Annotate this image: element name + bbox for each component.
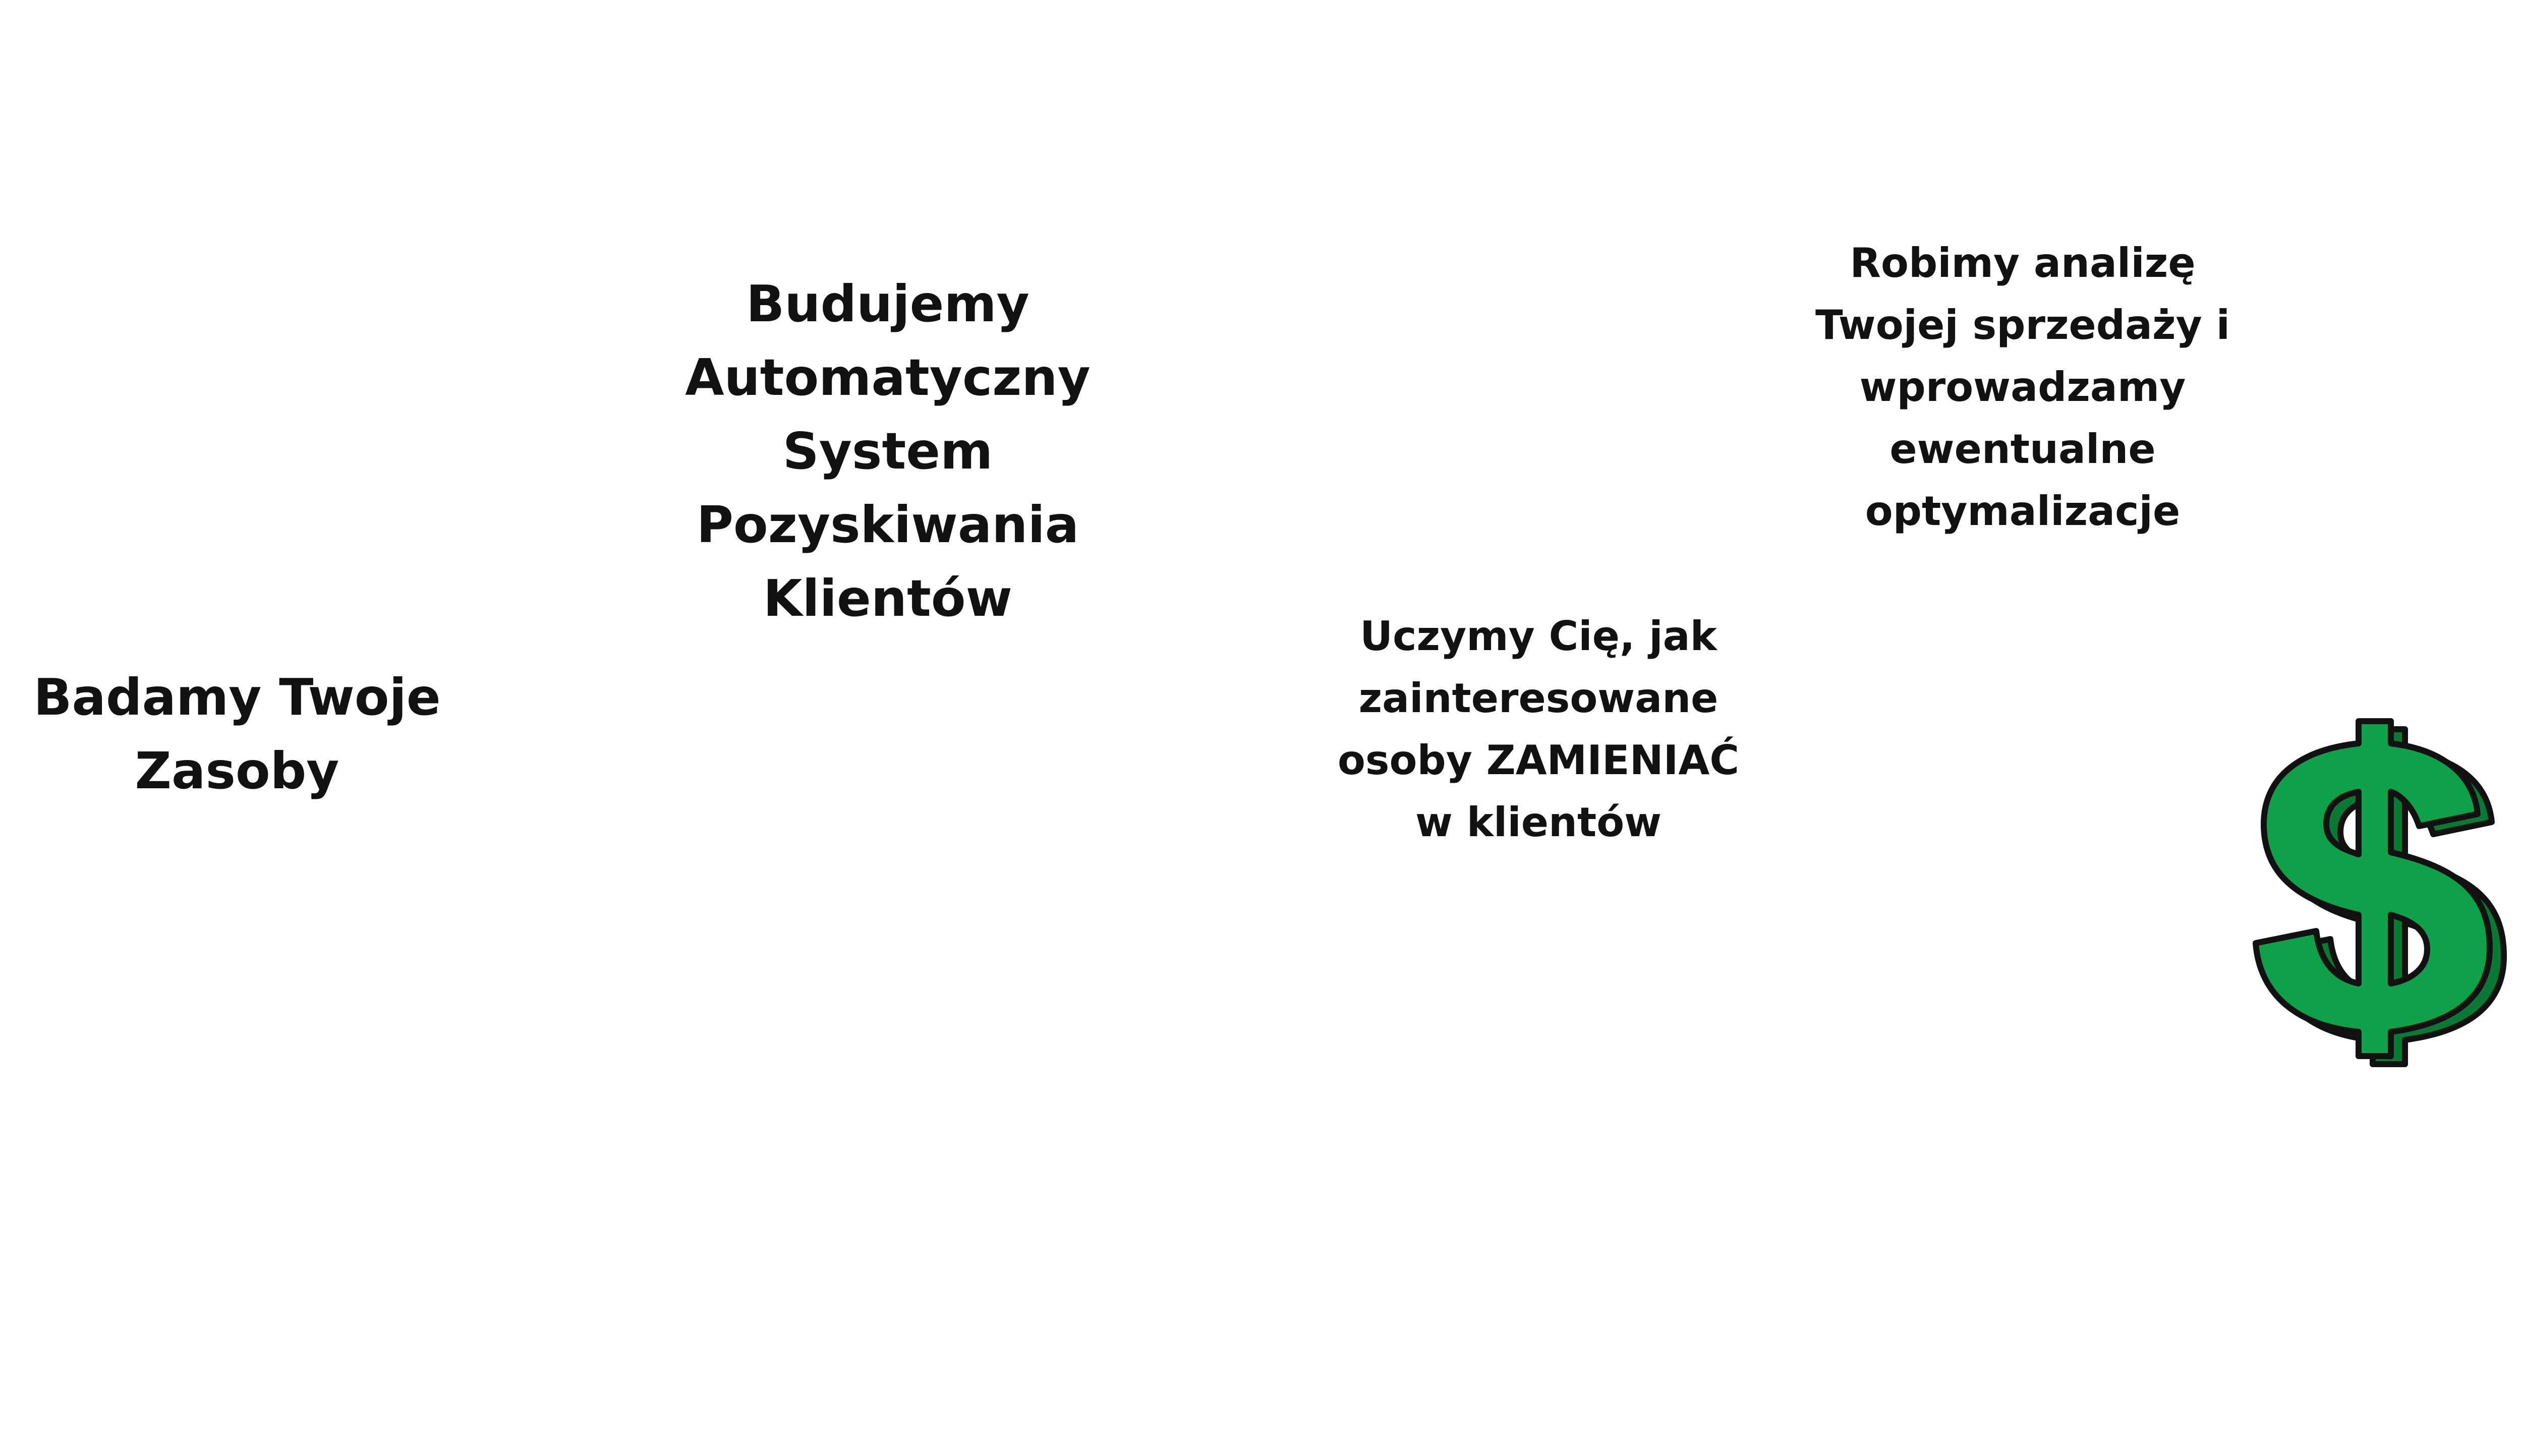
step-1-line-2: Zasoby xyxy=(135,741,339,800)
step-4-line-4: ewentualne xyxy=(1889,426,2156,473)
step-2-text: Budujemy Automatyczny System Pozyskiwani… xyxy=(671,267,1105,635)
step-4-line-1: Robimy analizę xyxy=(1850,240,2196,286)
step-3-text: Uczymy Cię, jak zainteresowane osoby ZAM… xyxy=(1316,605,1760,853)
step-4-line-5: optymalizacje xyxy=(1865,488,2181,535)
step-2-line-5: Klientów xyxy=(763,569,1012,628)
step-1-line-1: Badamy Twoje xyxy=(33,668,441,727)
step-2-line-4: Pozyskiwania xyxy=(696,495,1079,554)
step-3-line-4: w klientów xyxy=(1415,799,1662,846)
step-1-text: Badamy Twoje Zasoby xyxy=(30,661,444,808)
step-4-line-2: Twojej sprzedaży i xyxy=(1815,302,2230,348)
step-3-line-1: Uczymy Cię, jak xyxy=(1360,613,1717,660)
step-2-line-2: Automatyczny xyxy=(685,348,1091,407)
step-3-line-3: osoby ZAMIENIAĆ xyxy=(1337,737,1740,784)
step-4-text: Robimy analizę Twojej sprzedaży i wprowa… xyxy=(1801,232,2245,542)
step-2-line-1: Budujemy xyxy=(746,274,1029,333)
step-4-line-3: wprowadzamy xyxy=(1859,364,2186,411)
step-3-line-2: zainteresowane xyxy=(1358,675,1718,722)
dollar-front xyxy=(2253,718,2493,1059)
step-2-line-3: System xyxy=(782,422,993,481)
dollar-sign-icon xyxy=(2253,718,2507,1067)
